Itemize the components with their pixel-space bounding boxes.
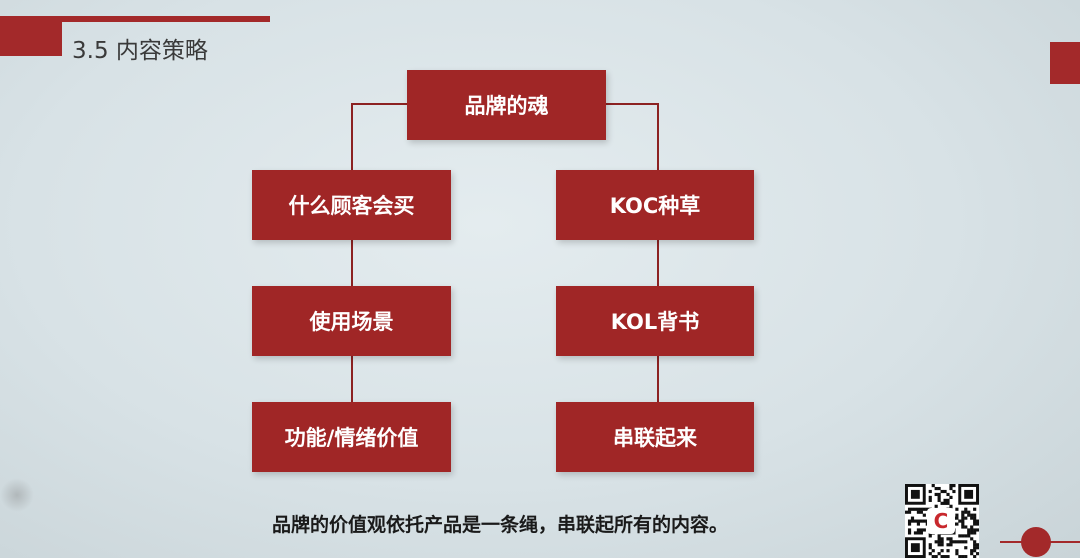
connector-right-v3 xyxy=(657,356,659,402)
header-accent-bar xyxy=(0,16,270,22)
background-blur xyxy=(0,478,34,512)
qr-logo-icon: C xyxy=(927,508,955,534)
connector-root-left-h xyxy=(352,103,408,105)
header-accent-block xyxy=(0,22,62,56)
right-accent-tab xyxy=(1050,42,1080,84)
connector-right-v2 xyxy=(657,240,659,286)
node-left-3: 功能/情绪价值 xyxy=(252,402,451,472)
node-root: 品牌的魂 xyxy=(407,70,606,140)
node-left-2: 使用场景 xyxy=(252,286,451,356)
caption-text: 品牌的价值观依托产品是一条绳，串联起所有的内容。 xyxy=(271,514,728,536)
node-right-2: KOL背书 xyxy=(556,286,754,356)
connector-left-v1 xyxy=(351,103,353,170)
slide-title: 3.5 内容策略 xyxy=(72,38,208,64)
node-right-3: 串联起来 xyxy=(556,402,754,472)
node-right-1: KOC种草 xyxy=(556,170,754,240)
connector-left-v3 xyxy=(351,356,353,402)
connector-right-v1 xyxy=(657,103,659,170)
connector-left-v2 xyxy=(351,240,353,286)
bottom-accent-dot xyxy=(1021,527,1051,557)
connector-root-right-h xyxy=(606,103,658,105)
node-left-1: 什么顾客会买 xyxy=(252,170,451,240)
